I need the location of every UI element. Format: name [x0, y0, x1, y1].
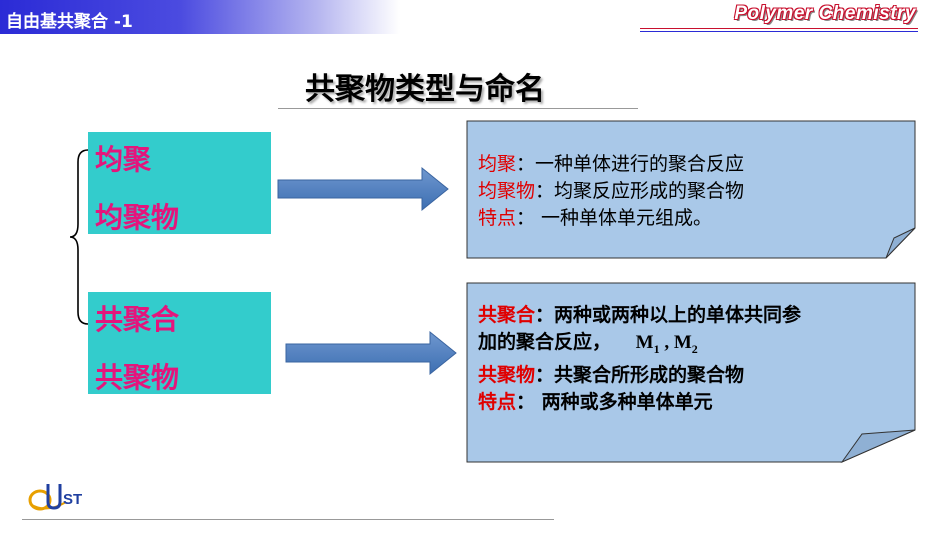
qust-logo-mark: ST: [28, 484, 82, 511]
homopolymer-term-box: 均聚 均聚物: [88, 132, 271, 234]
note2-key-copolymerization: 共聚合: [478, 304, 536, 326]
term-homopolymer: 均聚物: [95, 201, 180, 234]
note2-line2: 加的聚合反应， M1 , M2: [478, 329, 698, 362]
copolymer-term-box: 共聚合 共聚物: [88, 292, 271, 394]
term-homopolymerization: 均聚: [95, 143, 152, 176]
svg-text:ST: ST: [63, 491, 82, 508]
term-copolymer: 共聚物: [95, 361, 180, 394]
note2-def-copolymer: ：共聚合所形成的聚合物: [535, 364, 745, 386]
brand-underline-2: [640, 31, 918, 32]
note1-line2: 均聚物：均聚反应形成的聚合物: [478, 178, 744, 204]
brand-logo-text: Polymer Chemistry: [734, 3, 916, 24]
qust-logo: ST: [26, 480, 88, 519]
monomer-separator: ,: [659, 332, 674, 353]
page-title: 共聚物类型与命名: [305, 72, 545, 107]
note1-key-feature: 特点: [478, 207, 517, 229]
header-bar: [0, 0, 400, 34]
note1-line3: 特点： 一种单体单元组成。: [478, 205, 712, 231]
definition-note-1: [466, 120, 916, 259]
note1-line1: 均聚：一种单体进行的聚合反应: [478, 151, 744, 177]
note2-def-feature: ： 两种或多种单体单元: [516, 391, 713, 413]
note2-line1: 共聚合：两种或两种以上的单体共同参: [478, 302, 801, 328]
note2-line3: 共聚物：共聚合所形成的聚合物: [478, 362, 744, 388]
arrow-right-2: [285, 330, 457, 376]
footer-divider: [22, 519, 554, 520]
term-copolymerization: 共聚合: [95, 303, 180, 336]
monomer-m2: M: [673, 332, 692, 353]
note1-key-homopolymerization: 均聚: [478, 153, 517, 175]
note1-def-feature: ： 一种单体单元组成。: [516, 207, 713, 229]
left-brace: [69, 149, 89, 325]
note2-key-copolymer: 共聚物: [478, 364, 536, 386]
slide-header-title: 自由基共聚合 -1: [6, 12, 133, 32]
monomer-m1-subscript: 1: [653, 341, 660, 356]
note2-def-copolymerization: ：两种或两种以上的单体共同参: [535, 304, 802, 326]
title-divider: [278, 108, 638, 109]
note2-line4: 特点： 两种或多种单体单元: [478, 389, 713, 415]
brand-underline: [640, 28, 918, 29]
monomer-m1: M: [635, 332, 654, 353]
definition-note-2: [466, 282, 916, 464]
note1-def-homopolymer: ：均聚反应形成的聚合物: [535, 180, 745, 202]
note1-key-homopolymer: 均聚物: [478, 180, 536, 202]
note2-def-copolymerization-cont: 加的聚合反应，: [478, 331, 612, 353]
monomer-formula: M1 , M2: [635, 332, 698, 356]
note2-key-feature: 特点: [478, 391, 517, 413]
arrow-right-1: [277, 166, 449, 212]
note1-def-homopolymerization: ：一种单体进行的聚合反应: [516, 153, 745, 175]
monomer-m2-subscript: 2: [691, 341, 698, 356]
